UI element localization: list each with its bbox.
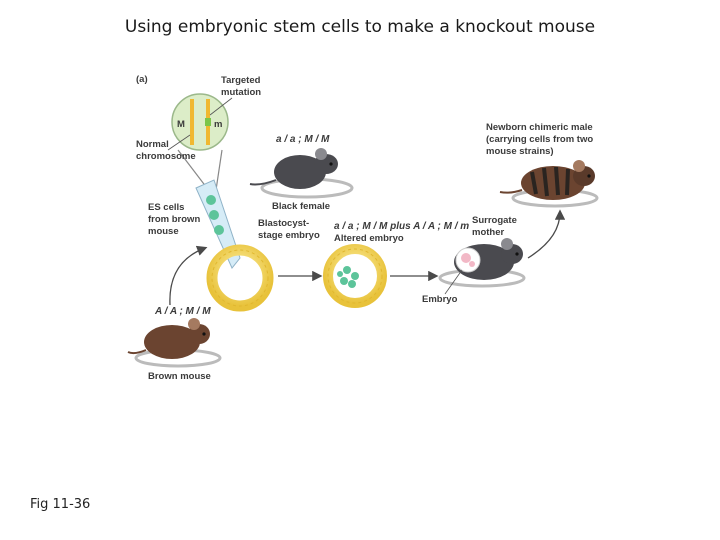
blastocyst-embryo bbox=[206, 244, 274, 312]
brown-mouse-label: Brown mouse bbox=[148, 371, 211, 382]
arrow-to-newborn bbox=[527, 209, 566, 259]
surrogate-label: Surrogate mother bbox=[472, 215, 520, 238]
panel-letter: (a) bbox=[136, 74, 148, 85]
allele-m: m bbox=[214, 119, 222, 130]
embryo-label: Embryo bbox=[422, 294, 458, 305]
surrogate-mother-mouse bbox=[438, 238, 526, 288]
normal-chromosome-label: Normal chromosome bbox=[136, 139, 196, 162]
altered-embryo bbox=[323, 244, 387, 308]
arrow-brown-to-es bbox=[169, 245, 208, 306]
blastocyst-label: Blastocyst- stage embryo bbox=[258, 218, 320, 241]
es-cells-label: ES cells from brown mouse bbox=[148, 202, 203, 237]
slide-title: Using embryonic stem cells to make a kno… bbox=[124, 17, 596, 37]
figure-label: Fig 11-36 bbox=[30, 497, 91, 512]
chromosome-magnifier: M m bbox=[171, 93, 229, 193]
normal-chromosome-bar bbox=[190, 99, 194, 145]
black-female-mouse bbox=[249, 148, 354, 199]
targeted-mutation-label: Targeted mutation bbox=[221, 75, 263, 98]
brown-genotype: A / A ; M / M bbox=[154, 306, 211, 317]
newborn-label: Newborn chimeric male (carrying cells fr… bbox=[486, 122, 596, 157]
altered-embryo-label: Altered embryo bbox=[334, 233, 404, 244]
altered-genotype: a / a ; M / M plus A / A ; M / m bbox=[334, 221, 469, 232]
allele-M: M bbox=[177, 119, 185, 130]
pipette bbox=[195, 179, 241, 269]
chimeric-male-mouse bbox=[499, 160, 599, 208]
black-female-genotype: a / a ; M / M bbox=[276, 134, 330, 145]
black-female-label: Black female bbox=[272, 201, 330, 212]
brown-mouse bbox=[127, 318, 222, 368]
